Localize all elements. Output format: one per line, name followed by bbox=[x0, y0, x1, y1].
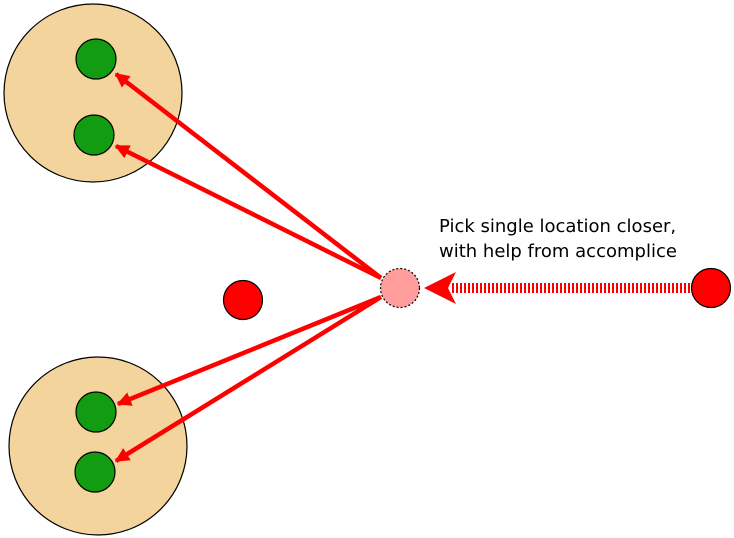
outlier-node-right bbox=[690, 267, 732, 309]
cluster-bottom-node-1 bbox=[75, 391, 117, 433]
move-arrow-head bbox=[424, 272, 456, 304]
cluster-bottom-region bbox=[8, 356, 188, 536]
cluster-top-region bbox=[3, 3, 183, 183]
arrow-to-bottom-node-2 bbox=[114, 295, 383, 463]
cluster-top-node-2 bbox=[73, 114, 115, 156]
arrow-to-top-node-2 bbox=[114, 143, 383, 281]
cluster-bottom-node-2 bbox=[74, 451, 116, 493]
cluster-bottom bbox=[8, 356, 188, 536]
assignment-arrows bbox=[114, 72, 383, 463]
cluster-top bbox=[3, 3, 183, 183]
move-arrow bbox=[424, 272, 690, 304]
outlier-node-center bbox=[222, 279, 264, 321]
annotation-line-2: with help from accomplice bbox=[439, 241, 677, 262]
annotation-line-1: Pick single location closer, bbox=[439, 216, 676, 237]
arrow-to-top-node-1 bbox=[114, 72, 383, 280]
proposed-location-node bbox=[379, 267, 421, 309]
cluster-top-node-1 bbox=[75, 38, 117, 80]
arrow-to-bottom-node-1 bbox=[116, 294, 382, 407]
